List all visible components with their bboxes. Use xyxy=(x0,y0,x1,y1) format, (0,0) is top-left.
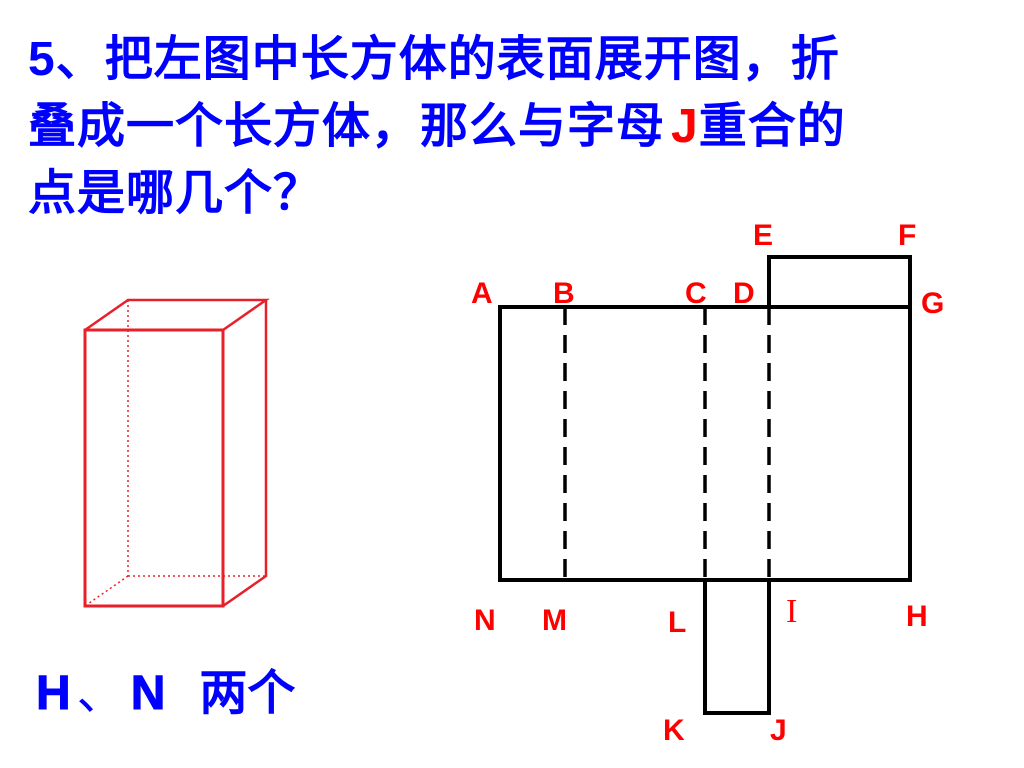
label-i: I xyxy=(786,593,797,630)
label-e: E xyxy=(753,219,773,252)
cuboid-3d xyxy=(83,298,270,608)
cuboid-top-face xyxy=(84,298,270,332)
label-h: H xyxy=(906,600,928,633)
label-k: K xyxy=(663,714,685,747)
answer-separator: 、 xyxy=(76,665,125,721)
net-bottom-flap xyxy=(703,578,771,715)
net-fold-lines xyxy=(563,307,771,580)
question-line-2-text-b: 重合的 xyxy=(698,98,846,154)
net-top-flap xyxy=(767,255,912,309)
answer-letter-n: N xyxy=(130,667,166,721)
question-line-1: 5、把左图中长方体的表面展开图，折 xyxy=(28,26,1008,93)
answer-text: H、N 两个 xyxy=(36,660,296,727)
cuboid-front-face xyxy=(83,328,225,608)
label-a: A xyxy=(471,277,493,310)
highlight-letter-j: J xyxy=(671,100,699,153)
question-line-1-text: 、把左图中长方体的表面展开图，折 xyxy=(55,31,840,87)
label-n: N xyxy=(474,604,496,637)
label-b: B xyxy=(553,277,575,310)
cuboid-net xyxy=(498,255,912,715)
label-g: G xyxy=(921,287,944,320)
label-l: L xyxy=(668,606,686,639)
net-point-labels: E F A B C D G N M L I H K J xyxy=(471,219,944,747)
cuboid-right-face xyxy=(222,300,268,608)
question-line-3: 点是哪几个？ xyxy=(28,165,323,221)
label-j: J xyxy=(770,714,787,747)
label-c: C xyxy=(685,277,707,310)
cuboid-hidden-edges xyxy=(84,300,266,607)
label-m: M xyxy=(542,604,567,637)
question-number: 5 xyxy=(28,33,56,86)
label-d: D xyxy=(733,277,755,310)
question-line-2-text-a: 叠成一个长方体，那么与字母 xyxy=(28,98,666,154)
label-f: F xyxy=(898,219,916,252)
answer-letter-h: H xyxy=(36,667,72,721)
answer-count: 两个 xyxy=(199,665,296,721)
